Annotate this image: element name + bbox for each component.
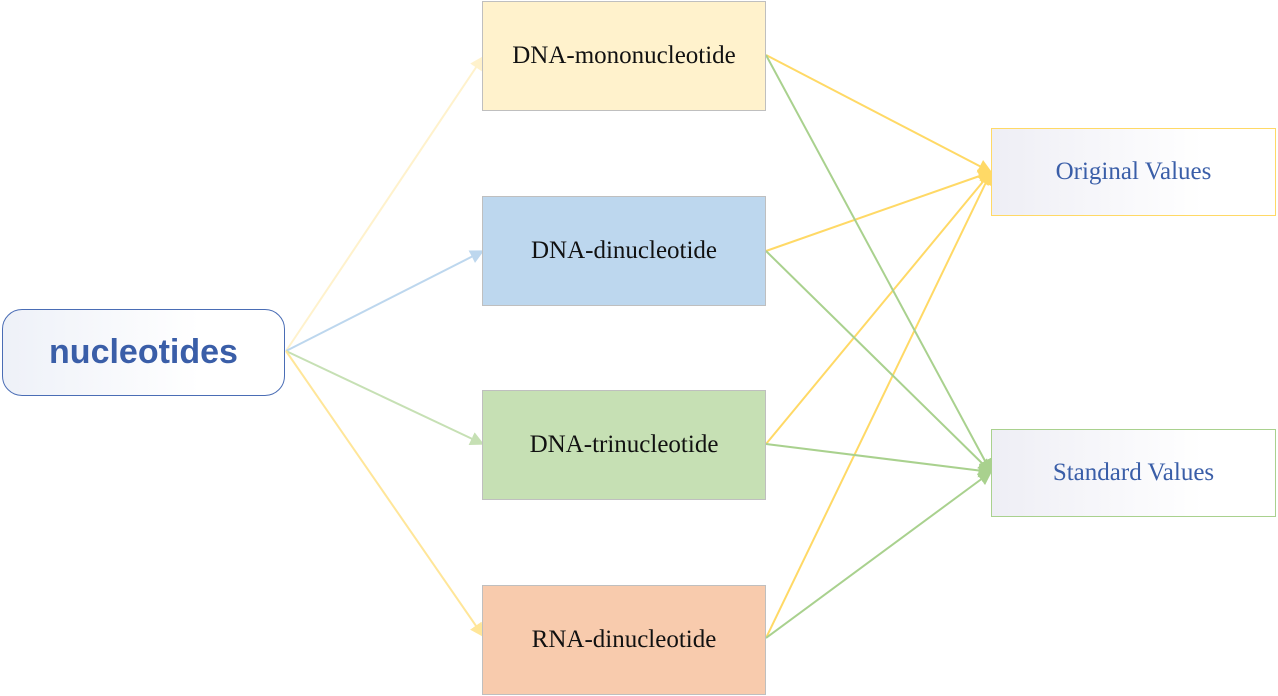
edge-nucleotides-to-dna-trinucleotide: [285, 350, 485, 445]
edge-dna-mononucleotide-to-original-values: [765, 54, 993, 173]
node-dna-dinucleotide: DNA-dinucleotide: [482, 196, 766, 306]
edge-nucleotides-to-rna-dinucleotide: [285, 350, 484, 638]
edge-dna-trinucleotide-to-original-values: [765, 170, 992, 445]
edge-dna-mononucleotide-to-standard-values: [765, 54, 992, 474]
edge-dna-dinucleotide-to-standard-values: [765, 250, 992, 473]
node-dna-trinucleotide: DNA-trinucleotide: [482, 390, 766, 500]
edge-nucleotides-to-dna-mononucleotide: [285, 55, 484, 352]
edge-nucleotides-to-dna-dinucleotide: [285, 250, 485, 352]
node-rna-dinucleotide: RNA-dinucleotide: [482, 585, 766, 695]
output-standard-values: Standard Values: [991, 429, 1276, 517]
source-node-nucleotides: nucleotides: [2, 309, 285, 396]
edge-rna-dinucleotide-to-original-values: [765, 170, 992, 639]
node-dna-mononucleotide: DNA-mononucleotide: [482, 1, 766, 111]
edge-rna-dinucleotide-to-standard-values: [765, 471, 993, 639]
edge-dna-dinucleotide-to-original-values: [765, 169, 993, 252]
output-original-values: Original Values: [991, 128, 1276, 216]
edge-dna-trinucleotide-to-standard-values: [765, 443, 993, 478]
